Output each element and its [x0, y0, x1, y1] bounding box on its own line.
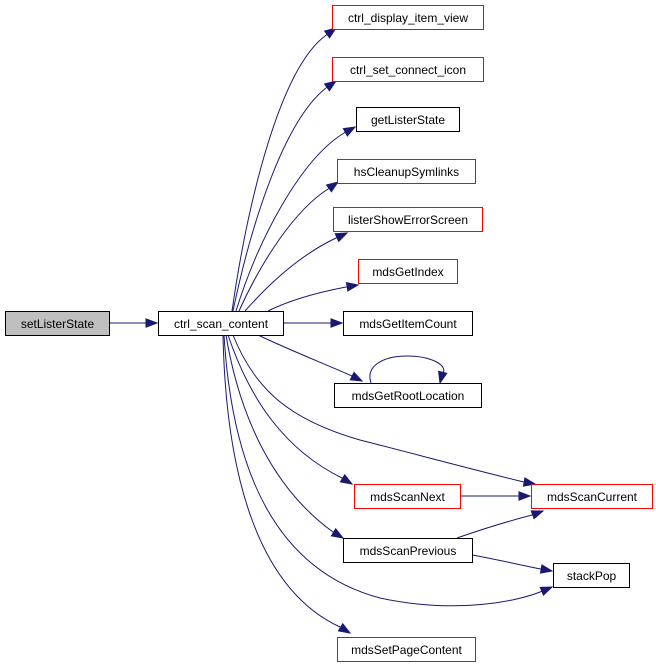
node-label: mdsSetPageContent	[351, 643, 462, 657]
edge-ctrl_scan_content-to-stackPop	[223, 334, 554, 607]
node-stackPop[interactable]: stackPop	[553, 563, 630, 588]
edge-mdsScanPrevious-to-stackPop	[471, 554, 554, 574]
node-mdsScanNext[interactable]: mdsScanNext	[354, 484, 461, 509]
edge-ctrl_scan_content-to-mdsScanCurrent	[232, 334, 537, 487]
node-mdsGetItemCount[interactable]: mdsGetItemCount	[343, 311, 473, 336]
edge-line	[238, 188, 329, 312]
node-box	[334, 383, 482, 408]
edge-ctrl_scan_content-to-mdsGetRootLocation	[257, 334, 364, 382]
arrow-head	[539, 564, 554, 574]
edge-line	[223, 334, 541, 607]
node-ctrl_scan_content[interactable]: ctrl_scan_content	[158, 311, 284, 336]
arrow-head	[438, 370, 448, 385]
arrow-head	[323, 27, 338, 39]
edge-line	[227, 334, 343, 479]
edge-ctrl_scan_content-to-mdsScanNext	[227, 334, 354, 485]
node-label: stackPop	[567, 569, 617, 583]
node-label: mdsScanCurrent	[547, 490, 638, 504]
arrow-head	[345, 282, 360, 292]
node-mdsScanCurrent[interactable]: mdsScanCurrent	[531, 484, 653, 509]
edge-line	[232, 87, 327, 312]
node-label: mdsGetIndex	[372, 265, 443, 279]
arrow-head	[334, 232, 349, 243]
edge-ctrl_scan_content-to-mdsGetIndex	[267, 282, 360, 312]
edge-ctrl_scan_content-to-mdsScanPrevious	[225, 334, 345, 539]
node-label: ctrl_display_item_view	[348, 11, 468, 25]
arrow-head	[325, 181, 340, 193]
arrow-head	[342, 126, 357, 137]
node-box	[358, 259, 458, 284]
edge-mdsGetRootLocation-to-mdsGetRootLocation	[369, 355, 448, 385]
node-hsCleanupSymlinks[interactable]: hsCleanupSymlinks	[337, 159, 476, 184]
edge-line	[471, 554, 542, 570]
edge-line	[267, 286, 347, 312]
node-listerShowErrorScreen[interactable]: listerShowErrorScreen	[333, 207, 483, 232]
edges-layer	[109, 27, 554, 634]
edge-line	[231, 35, 326, 312]
node-mdsScanPrevious[interactable]: mdsScanPrevious	[343, 538, 473, 563]
node-label: getListerState	[371, 113, 445, 127]
node-box	[553, 563, 630, 588]
edge-line	[456, 514, 533, 539]
node-box	[343, 311, 473, 336]
node-box	[333, 207, 483, 232]
node-getListerState[interactable]: getListerState	[356, 107, 460, 132]
node-label: ctrl_scan_content	[174, 317, 269, 331]
node-label: setListerState	[21, 317, 95, 331]
edge-ctrl_scan_content-to-hsCleanupSymlinks	[238, 181, 340, 312]
arrow-head	[539, 586, 554, 596]
nodes-layer: setListerState ctrl_scan_content ctrl_disp…	[5, 5, 653, 662]
arrow-head	[145, 318, 159, 328]
node-box	[531, 484, 653, 509]
node-label: mdsScanPrevious	[360, 544, 457, 558]
edge-line	[257, 334, 353, 377]
edge-setListerState-to-ctrl_scan_content	[109, 318, 159, 328]
arrow-head	[339, 473, 354, 485]
node-box	[332, 5, 484, 30]
node-setListerState: setListerState	[5, 311, 110, 336]
node-ctrl_set_connect_icon[interactable]: ctrl_set_connect_icon	[332, 57, 484, 82]
arrow-head	[323, 80, 338, 92]
arrow-head	[349, 371, 364, 382]
arrow-head	[330, 318, 344, 328]
edge-ctrl_scan_content-to-ctrl_set_connect_icon	[232, 80, 338, 312]
edge-ctrl_scan_content-to-getListerState	[235, 126, 357, 312]
node-label: mdsGetRootLocation	[352, 389, 465, 403]
arrow-head	[530, 510, 545, 520]
node-label: listerShowErrorScreen	[348, 213, 468, 227]
edge-line	[369, 355, 445, 384]
edge-line	[225, 334, 334, 533]
node-box	[337, 159, 476, 184]
edge-ctrl_scan_content-to-listerShowErrorScreen	[244, 232, 349, 312]
edge-mdsScanPrevious-to-mdsScanCurrent	[456, 510, 545, 539]
edge-ctrl_scan_content-to-mdsGetItemCount	[283, 318, 344, 328]
node-mdsSetPageContent[interactable]: mdsSetPageContent	[337, 637, 476, 662]
arrow-head	[337, 622, 352, 634]
edge-mdsScanNext-to-mdsScanCurrent	[460, 491, 532, 501]
node-label: hsCleanupSymlinks	[354, 165, 459, 179]
edge-ctrl_scan_content-to-mdsSetPageContent	[222, 334, 352, 634]
node-label: ctrl_set_connect_icon	[350, 63, 466, 77]
node-box	[354, 484, 461, 509]
edge-line	[235, 132, 345, 312]
node-mdsGetIndex[interactable]: mdsGetIndex	[358, 259, 458, 284]
node-box	[337, 637, 476, 662]
node-box	[343, 538, 473, 563]
node-box	[158, 311, 284, 336]
arrow-head	[330, 527, 345, 539]
arrow-head	[518, 491, 532, 501]
node-label: mdsGetItemCount	[359, 317, 457, 331]
edge-line	[222, 334, 341, 628]
node-mdsGetRootLocation[interactable]: mdsGetRootLocation	[334, 383, 482, 408]
edge-line	[244, 237, 337, 312]
node-box	[332, 57, 484, 82]
node-box	[356, 107, 460, 132]
edge-line	[232, 334, 525, 483]
edge-ctrl_scan_content-to-ctrl_display_item_view	[231, 27, 338, 312]
node-ctrl_display_item_view[interactable]: ctrl_display_item_view	[332, 5, 484, 30]
node-label: mdsScanNext	[370, 490, 445, 504]
node-box	[5, 311, 110, 336]
